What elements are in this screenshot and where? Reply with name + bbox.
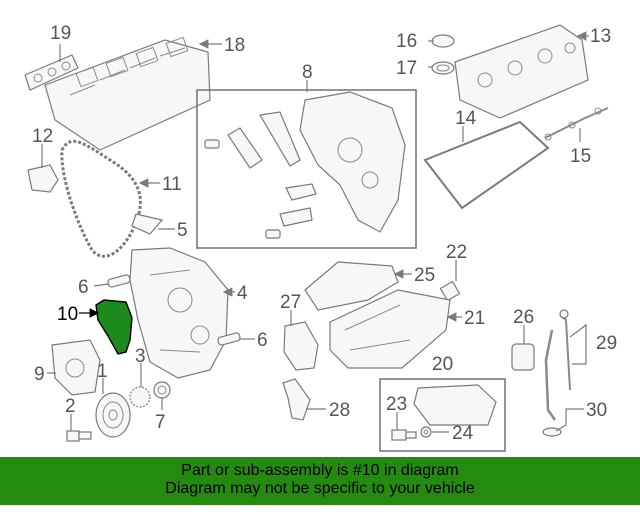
crankshaft-pulley[interactable] <box>95 392 131 438</box>
callout-29: 29 <box>596 333 617 354</box>
crank-bolt[interactable] <box>66 430 92 442</box>
dowel-pin-lower[interactable] <box>217 332 241 346</box>
plug-tube-seal[interactable] <box>544 107 609 141</box>
highlighted-part-10[interactable] <box>95 299 133 355</box>
front-seal[interactable] <box>153 381 171 399</box>
callout-5: 5 <box>177 220 188 241</box>
chain-tensioner[interactable] <box>27 164 59 193</box>
dowel-pin-upper[interactable] <box>107 274 131 288</box>
valve-cover[interactable] <box>454 24 589 119</box>
oil-level-sensor[interactable] <box>439 280 461 302</box>
callout-1: 1 <box>97 361 108 382</box>
callout-27: 27 <box>280 292 301 313</box>
timing-chain[interactable] <box>60 139 142 258</box>
intake-manifold[interactable] <box>44 36 211 151</box>
callout-14: 14 <box>455 108 477 129</box>
callout-13: 13 <box>590 26 611 47</box>
oil-baffle[interactable] <box>304 261 399 311</box>
callout-3: 3 <box>135 346 146 367</box>
callout-4: 4 <box>237 283 248 304</box>
chain-guide[interactable] <box>131 213 164 235</box>
callout-17: 17 <box>396 58 417 79</box>
kit-chain-guides[interactable] <box>204 111 317 239</box>
callout-16: 16 <box>396 31 417 52</box>
callout-18: 18 <box>224 35 245 56</box>
oil-dipstick[interactable] <box>559 309 571 391</box>
callout-26: 26 <box>513 307 534 328</box>
callout-15: 15 <box>570 146 591 167</box>
oil-filler-cap[interactable] <box>431 34 455 48</box>
oil-pan-upper[interactable] <box>329 289 451 369</box>
cap-seal[interactable] <box>431 61 455 75</box>
crank-sprocket[interactable] <box>129 386 151 408</box>
water-pump[interactable] <box>51 339 101 396</box>
callout-28: 28 <box>329 400 350 421</box>
callout-7: 7 <box>155 412 166 433</box>
callout-12: 12 <box>32 126 53 147</box>
callout-10: 10 <box>57 304 78 325</box>
callout-6-upper: 6 <box>78 277 89 298</box>
banner-line-1: Part or sub-assembly is #10 in diagram <box>181 462 459 479</box>
timing-cover-inner[interactable] <box>299 91 406 233</box>
oil-filter[interactable] <box>511 343 535 371</box>
oil-pump[interactable] <box>283 321 319 371</box>
info-banner: Part or sub-assembly is #10 in diagram D… <box>0 457 640 505</box>
callout-labels: 19 18 16 13 17 8 14 12 15 11 5 22 25 6 4… <box>32 23 617 444</box>
callout-21: 21 <box>464 308 485 329</box>
callout-20: 20 <box>432 354 453 375</box>
leader-lines <box>41 31 589 433</box>
callout-6-lower: 6 <box>257 330 268 351</box>
callout-25: 25 <box>414 265 435 286</box>
kit-box-20 <box>379 378 506 452</box>
callout-8: 8 <box>302 62 313 83</box>
callout-2: 2 <box>65 396 76 417</box>
callout-22: 22 <box>446 242 467 263</box>
banner-line-2: Diagram may not be specific to your vehi… <box>165 480 475 497</box>
oil-strainer[interactable] <box>282 378 311 421</box>
callout-30: 30 <box>586 400 607 421</box>
parts-diagram: 19 18 16 13 17 8 14 12 15 11 5 22 25 6 4… <box>24 23 617 452</box>
drain-washer[interactable] <box>420 426 432 438</box>
manifold-gasket[interactable] <box>24 54 79 91</box>
callout-23: 23 <box>386 394 407 415</box>
callout-19: 19 <box>50 23 71 44</box>
callout-11: 11 <box>162 174 182 195</box>
dipstick-tube[interactable] <box>542 329 562 437</box>
drain-plug[interactable] <box>391 429 417 441</box>
oil-pan-lower[interactable] <box>413 384 497 426</box>
callout-9: 9 <box>34 364 45 385</box>
valve-cover-gasket[interactable] <box>423 120 550 210</box>
callout-24: 24 <box>452 423 474 444</box>
front-cover[interactable] <box>129 247 229 379</box>
